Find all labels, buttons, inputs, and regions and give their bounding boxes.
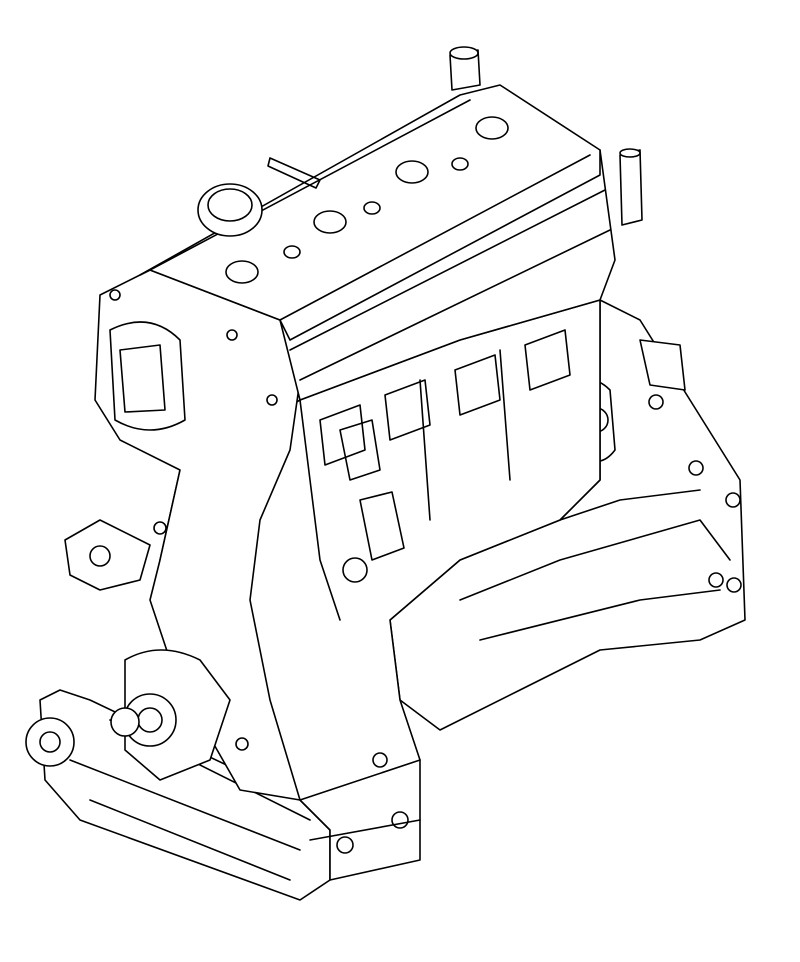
transmission-housing [389, 299, 746, 731]
cam-sensor [449, 46, 481, 91]
valve-cover [139, 84, 601, 341]
coolant-outlet [619, 148, 686, 391]
water-pump-bracket [64, 519, 151, 591]
oil-filler-cap [197, 183, 263, 237]
crankshaft-pulley [25, 649, 231, 781]
cylinder-head [279, 149, 616, 466]
